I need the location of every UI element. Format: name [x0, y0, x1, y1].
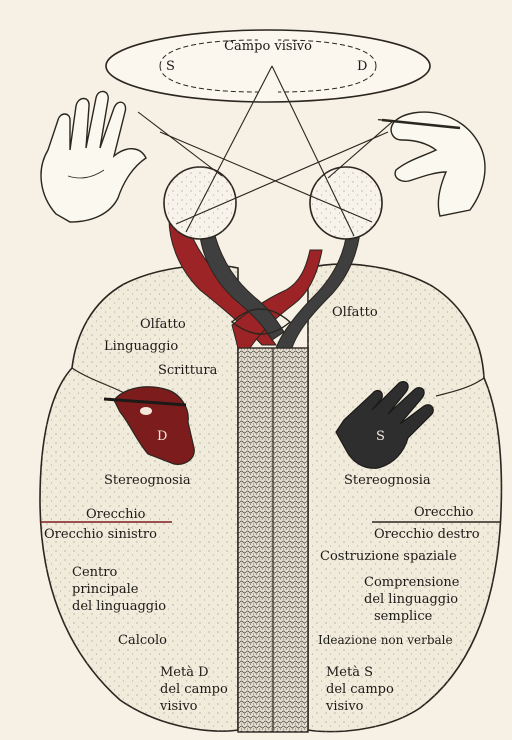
left-writing-label: Scrittura — [158, 364, 217, 377]
left-stereognosis-label: Stereognosia — [104, 474, 191, 487]
left-language-center-line-3: del linguaggio — [72, 598, 166, 615]
visual-field-right-mark: D — [357, 60, 367, 73]
left-ear-side-label: Orecchio sinistro — [44, 528, 157, 541]
left-language-center-label: Centro principale del linguaggio — [72, 564, 166, 615]
left-field-half-line-3: visivo — [160, 698, 228, 715]
right-simple-language-label: Comprensione del linguaggio semplice — [364, 574, 459, 625]
left-field-half-label: Metà D del campo visivo — [160, 664, 228, 715]
visual-field-title: Campo visivo — [224, 40, 312, 53]
left-field-half-line-1: Metà D — [160, 664, 228, 681]
right-simple-language-line-3: semplice — [364, 608, 459, 625]
right-field-half-label: Metà S del campo visivo — [326, 664, 394, 715]
right-stereognosis-label: Stereognosia — [344, 474, 431, 487]
left-language-label: Linguaggio — [104, 340, 178, 353]
right-hand-mark: S — [376, 430, 385, 443]
left-ear-label: Orecchio — [86, 508, 145, 521]
right-simple-language-line-2: del linguaggio — [364, 591, 459, 608]
right-field-half-line-2: del campo — [326, 681, 394, 698]
right-field-half-line-3: visivo — [326, 698, 394, 715]
left-language-center-line-1: Centro — [72, 564, 166, 581]
right-eye-icon — [310, 167, 382, 239]
visual-field-left-mark: S — [166, 60, 175, 73]
right-ear-side-label: Orecchio destro — [374, 528, 480, 541]
right-nonverbal-ideation-label: Ideazione non verbale — [318, 634, 453, 646]
left-language-center-line-2: principale — [72, 581, 166, 598]
left-hand-mark: D — [157, 430, 167, 443]
right-ear-label: Orecchio — [414, 506, 473, 519]
right-field-half-line-1: Metà S — [326, 664, 394, 681]
right-spatial-construction-label: Costruzione spaziale — [320, 550, 457, 563]
right-simple-language-line-1: Comprensione — [364, 574, 459, 591]
right-olfaction-label: Olfatto — [332, 306, 378, 319]
left-field-half-line-2: del campo — [160, 681, 228, 698]
left-olfaction-label: Olfatto — [140, 318, 186, 331]
left-calculation-label: Calcolo — [118, 634, 167, 647]
